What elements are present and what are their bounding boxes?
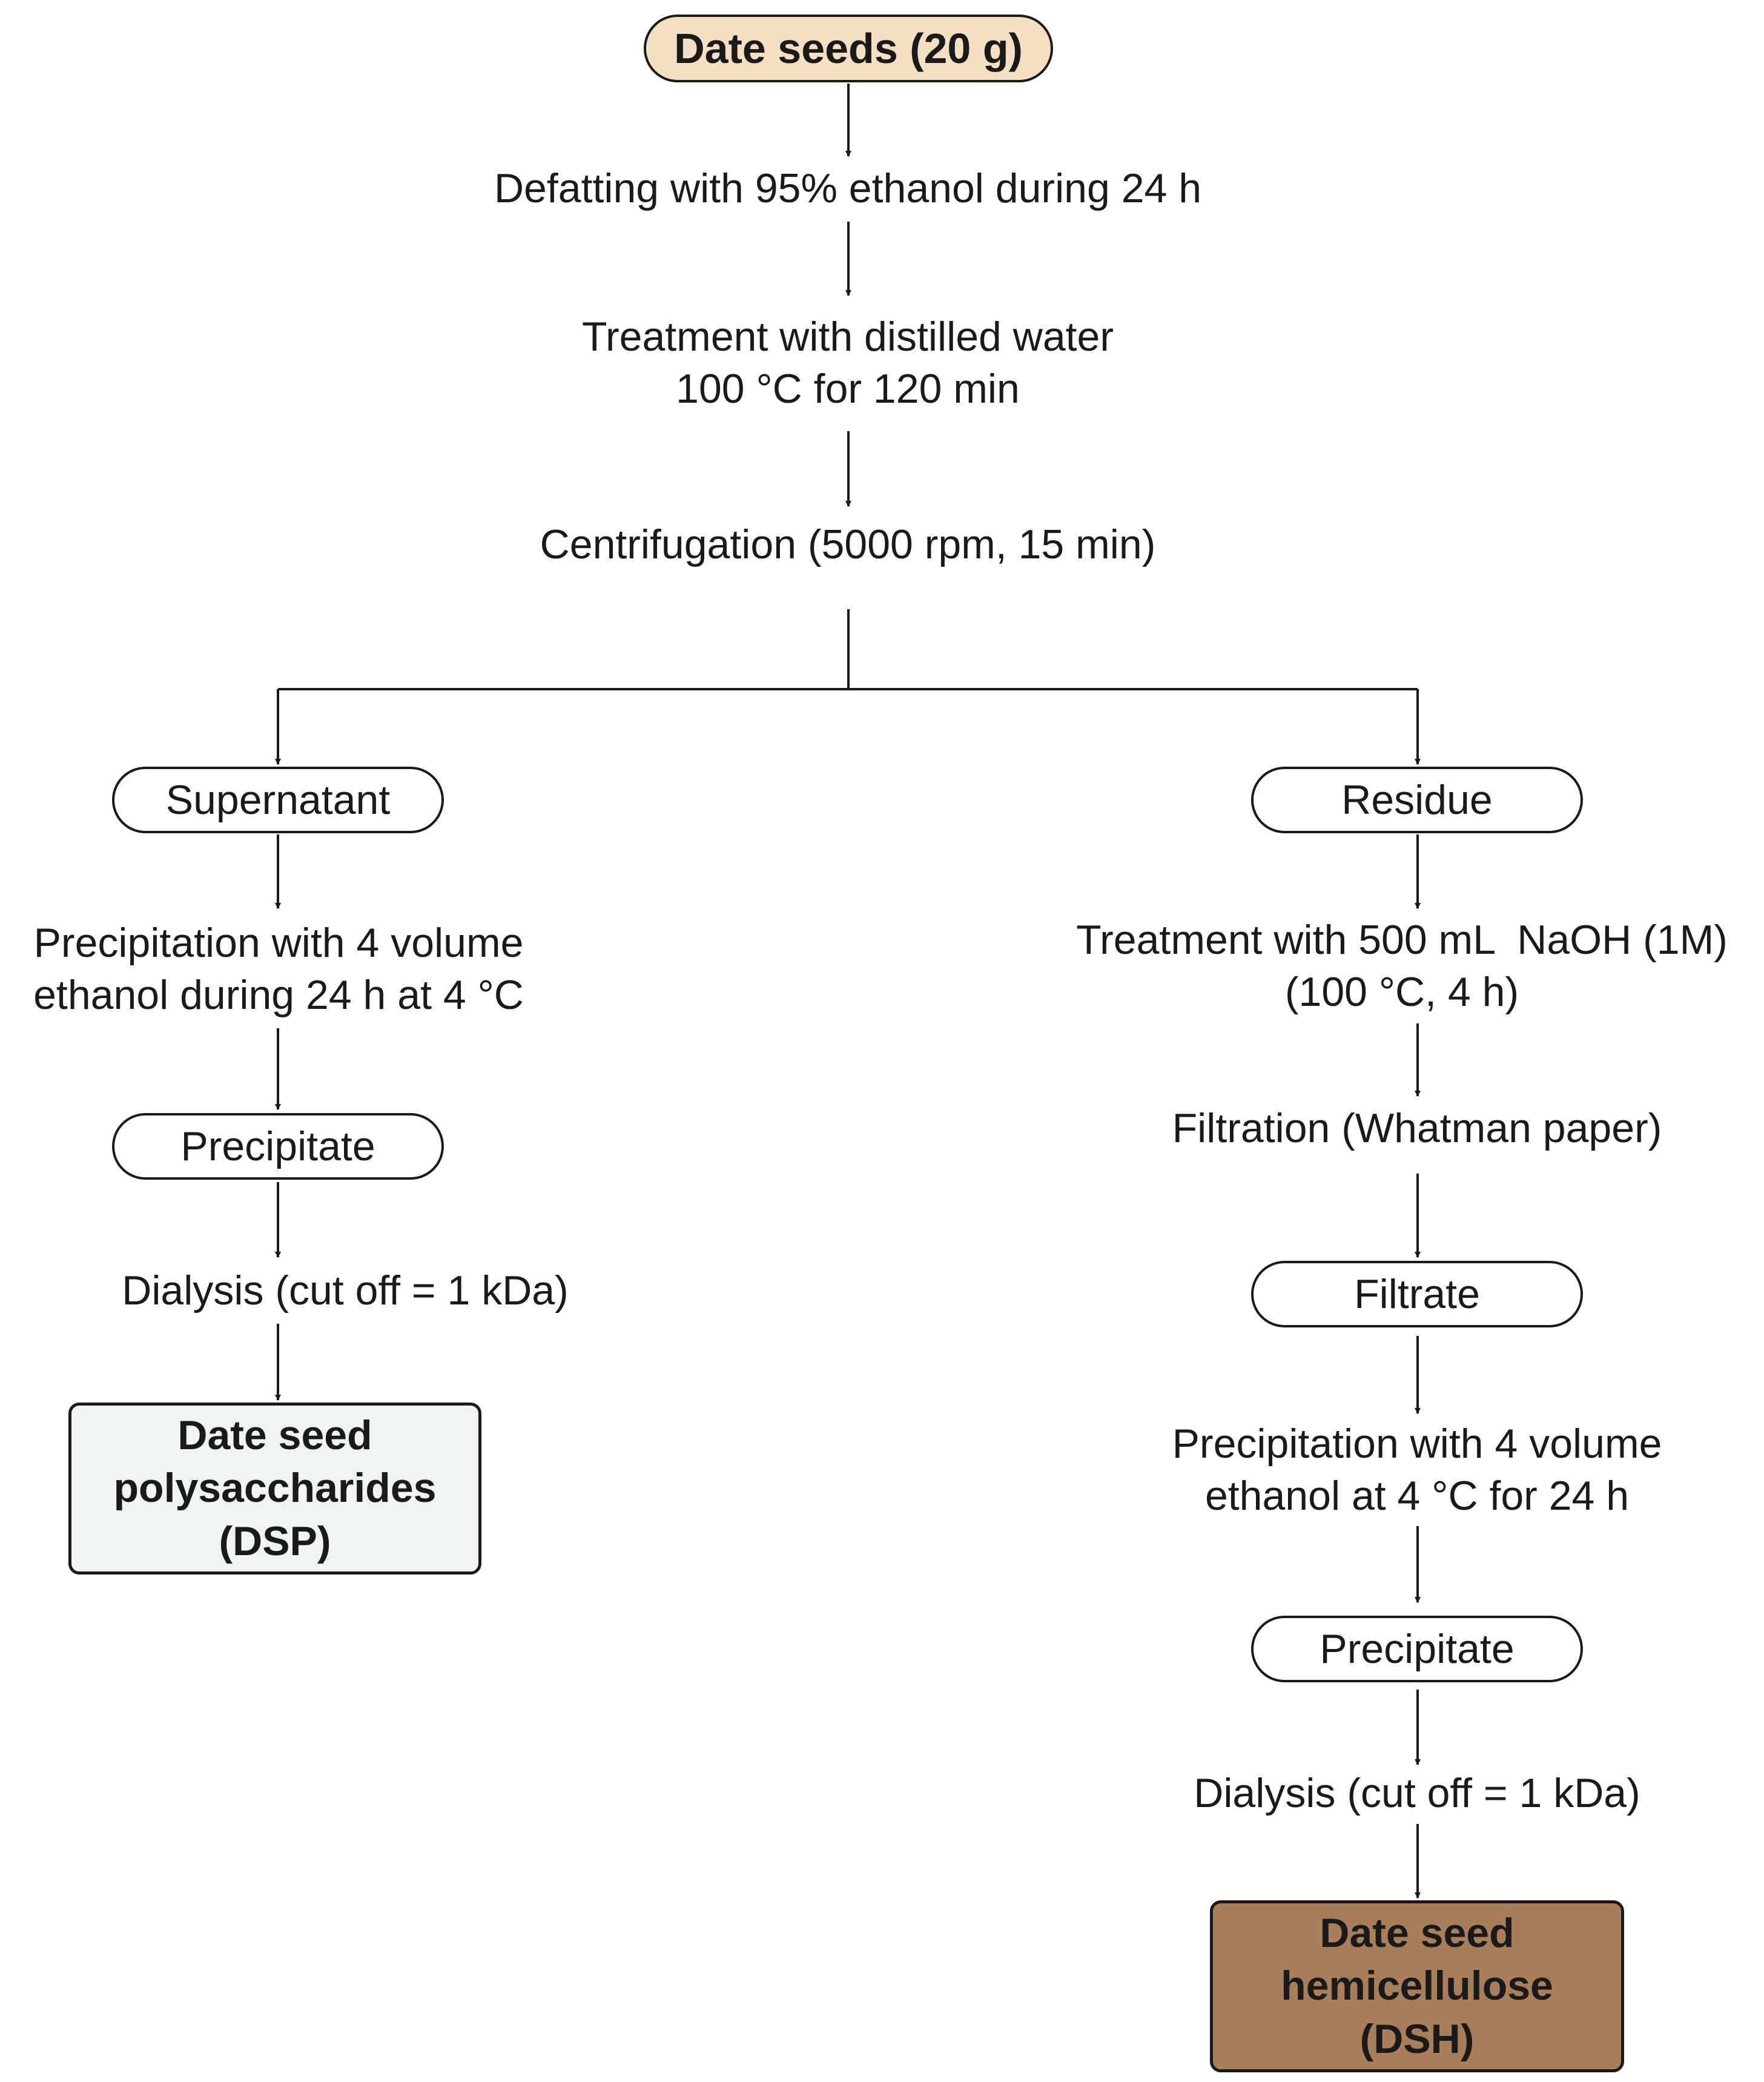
residue-node: Residue: [1251, 767, 1583, 833]
filtrate-label: Filtrate: [1354, 1271, 1480, 1317]
naoh-treatment-line-2: (100 °C, 4 h): [1284, 969, 1519, 1015]
water-treatment-line-1: Treatment with distilled water: [581, 314, 1114, 360]
right-precipitation-line-2: ethanol at 4 °C for 24 h: [1204, 1473, 1630, 1519]
right-dialysis-label: Dialysis (cut off = 1 kDa): [1194, 1770, 1640, 1817]
filtration-step: Filtration (Whatman paper): [1090, 1099, 1744, 1159]
left-precipitation-step: Precipitation with 4 volume ethanol duri…: [0, 912, 557, 1027]
left-dialysis-step: Dialysis (cut off = 1 kDa): [36, 1261, 654, 1321]
dsp-result-box: Date seed polysaccharides (DSP): [68, 1403, 481, 1575]
right-precipitation-line-1: Precipitation with 4 volume: [1172, 1421, 1662, 1467]
dsp-line-1: Date seed: [177, 1412, 372, 1459]
left-precipitate-label: Precipitate: [180, 1123, 375, 1169]
right-dialysis-step: Dialysis (cut off = 1 kDa): [1114, 1763, 1720, 1824]
dsh-line-3: (DSH): [1359, 2015, 1475, 2062]
dsp-line-3: (DSP): [219, 1518, 331, 1564]
defatting-step: Defatting with 95% ethanol during 24 h: [363, 159, 1332, 219]
right-precipitate-node: Precipitate: [1251, 1616, 1583, 1682]
left-precipitation-line-1: Precipitation with 4 volume: [33, 920, 524, 967]
start-node: Date seeds (20 g): [644, 15, 1053, 82]
dsh-line-2: hemicellulose: [1281, 1963, 1553, 2009]
left-precipitate-node: Precipitate: [112, 1113, 444, 1180]
right-precipitate-label: Precipitate: [1320, 1626, 1515, 1672]
water-treatment-step: Treatment with distilled water 100 °C fo…: [363, 303, 1332, 424]
filtration-label: Filtration (Whatman paper): [1172, 1105, 1662, 1152]
centrifugation-step: Centrifugation (5000 rpm, 15 min): [363, 515, 1332, 575]
naoh-treatment-line-1: Treatment with 500 mL NaOH (1M): [1076, 917, 1728, 963]
dsh-line-1: Date seed: [1320, 1910, 1515, 1957]
start-label: Date seeds (20 g): [674, 25, 1023, 72]
left-precipitation-line-2: ethanol during 24 h at 4 °C: [33, 972, 524, 1018]
water-treatment-line-2: 100 °C for 120 min: [676, 366, 1020, 412]
centrifugation-label: Centrifugation (5000 rpm, 15 min): [540, 521, 1156, 568]
defatting-label: Defatting with 95% ethanol during 24 h: [494, 165, 1202, 212]
left-dialysis-label: Dialysis (cut off = 1 kDa): [122, 1267, 569, 1314]
dsh-result-box: Date seed hemicellulose (DSH): [1210, 1900, 1624, 2072]
filtrate-node: Filtrate: [1251, 1261, 1583, 1327]
dsp-line-2: polysaccharides: [113, 1465, 437, 1512]
naoh-treatment-step: Treatment with 500 mL NaOH (1M) (100 °C,…: [1042, 912, 1762, 1021]
residue-label: Residue: [1341, 777, 1493, 823]
supernatant-label: Supernatant: [165, 777, 391, 823]
right-precipitation-step: Precipitation with 4 volume ethanol at 4…: [1090, 1416, 1744, 1525]
supernatant-node: Supernatant: [112, 767, 444, 833]
